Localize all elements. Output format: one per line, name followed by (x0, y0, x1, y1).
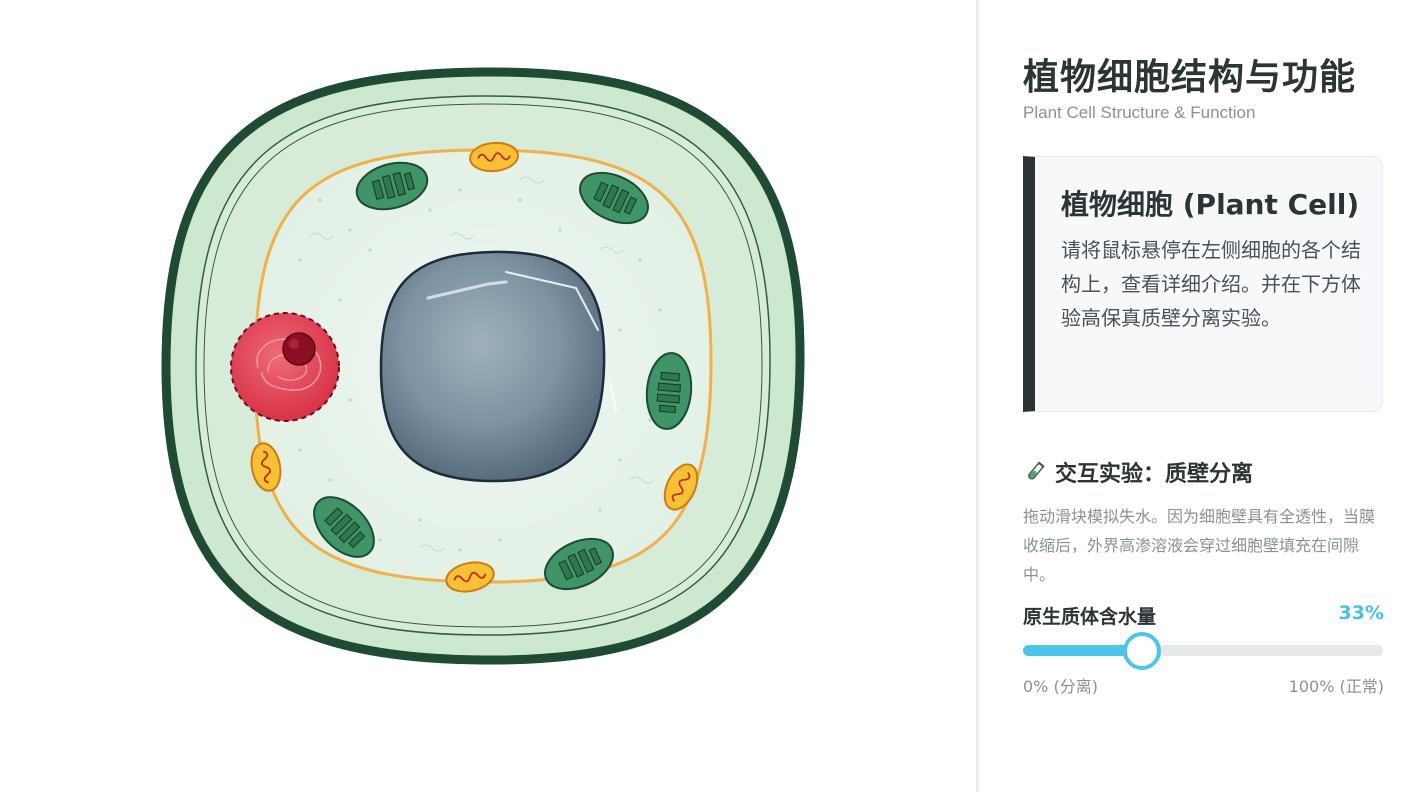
page-subtitle: Plant Cell Structure & Function (1023, 103, 1256, 122)
slider-max-label: 100% (正常) (1288, 677, 1384, 696)
cell-wall-secondary-line (203, 103, 763, 628)
experiment-description: 拖动滑块模拟失水。因为细胞壁具有全透性，当膜收缩后，外界高渗溶液会穿过细胞壁填充… (1023, 507, 1376, 584)
panel-divider (976, 0, 979, 792)
chloroplast[interactable] (537, 529, 621, 599)
vacuole[interactable] (230, 312, 340, 422)
chloroplast[interactable] (644, 351, 694, 431)
chloroplast[interactable] (352, 155, 433, 216)
slider-label: 原生质体含水量 (1023, 606, 1157, 628)
cytoplasm-particles (283, 188, 662, 552)
chloroplast[interactable] (572, 163, 656, 233)
nucleus-highlight-2 (505, 271, 599, 331)
info-panel: 植物细胞结构与功能 Plant Cell Structure & Functio… (979, 0, 1424, 792)
plant-cell-diagram (161, 67, 805, 665)
slider-min-label: 0% (分离) (1023, 677, 1098, 696)
mitochondrion[interactable] (469, 141, 519, 173)
mitochondrion[interactable] (248, 441, 284, 493)
info-card-title: 植物细胞 (Plant Cell) (1061, 188, 1360, 221)
mitochondrion[interactable] (658, 459, 704, 514)
experiment-heading: 交互实验：质壁分离 (1023, 456, 1253, 488)
slider-thumb[interactable] (1122, 632, 1161, 670)
slider-value: 33% (1338, 602, 1384, 624)
page-title: 植物细胞结构与功能 (1023, 57, 1357, 98)
cell-diagram-area (161, 67, 805, 665)
nucleus-highlight (426, 280, 508, 300)
water-content-slider[interactable] (1023, 632, 1383, 670)
slider-fill (1023, 645, 1142, 656)
info-card-body: 请将鼠标悬停在左侧细胞的各个结构上，查看详细介绍。并在下方体验高保真质壁分离实验… (1061, 238, 1361, 330)
chloroplast[interactable] (303, 486, 385, 568)
test-tube-icon (1028, 461, 1045, 480)
mitochondrion[interactable] (444, 558, 497, 595)
nucleus-highlight-3 (609, 381, 617, 413)
structure-info-card: 植物细胞 (Plant Cell) 请将鼠标悬停在左侧细胞的各个结构上，查看详细… (1023, 156, 1383, 412)
nucleus[interactable] (379, 250, 606, 483)
experiment-title: 交互实验：质壁分离 (1055, 462, 1254, 487)
